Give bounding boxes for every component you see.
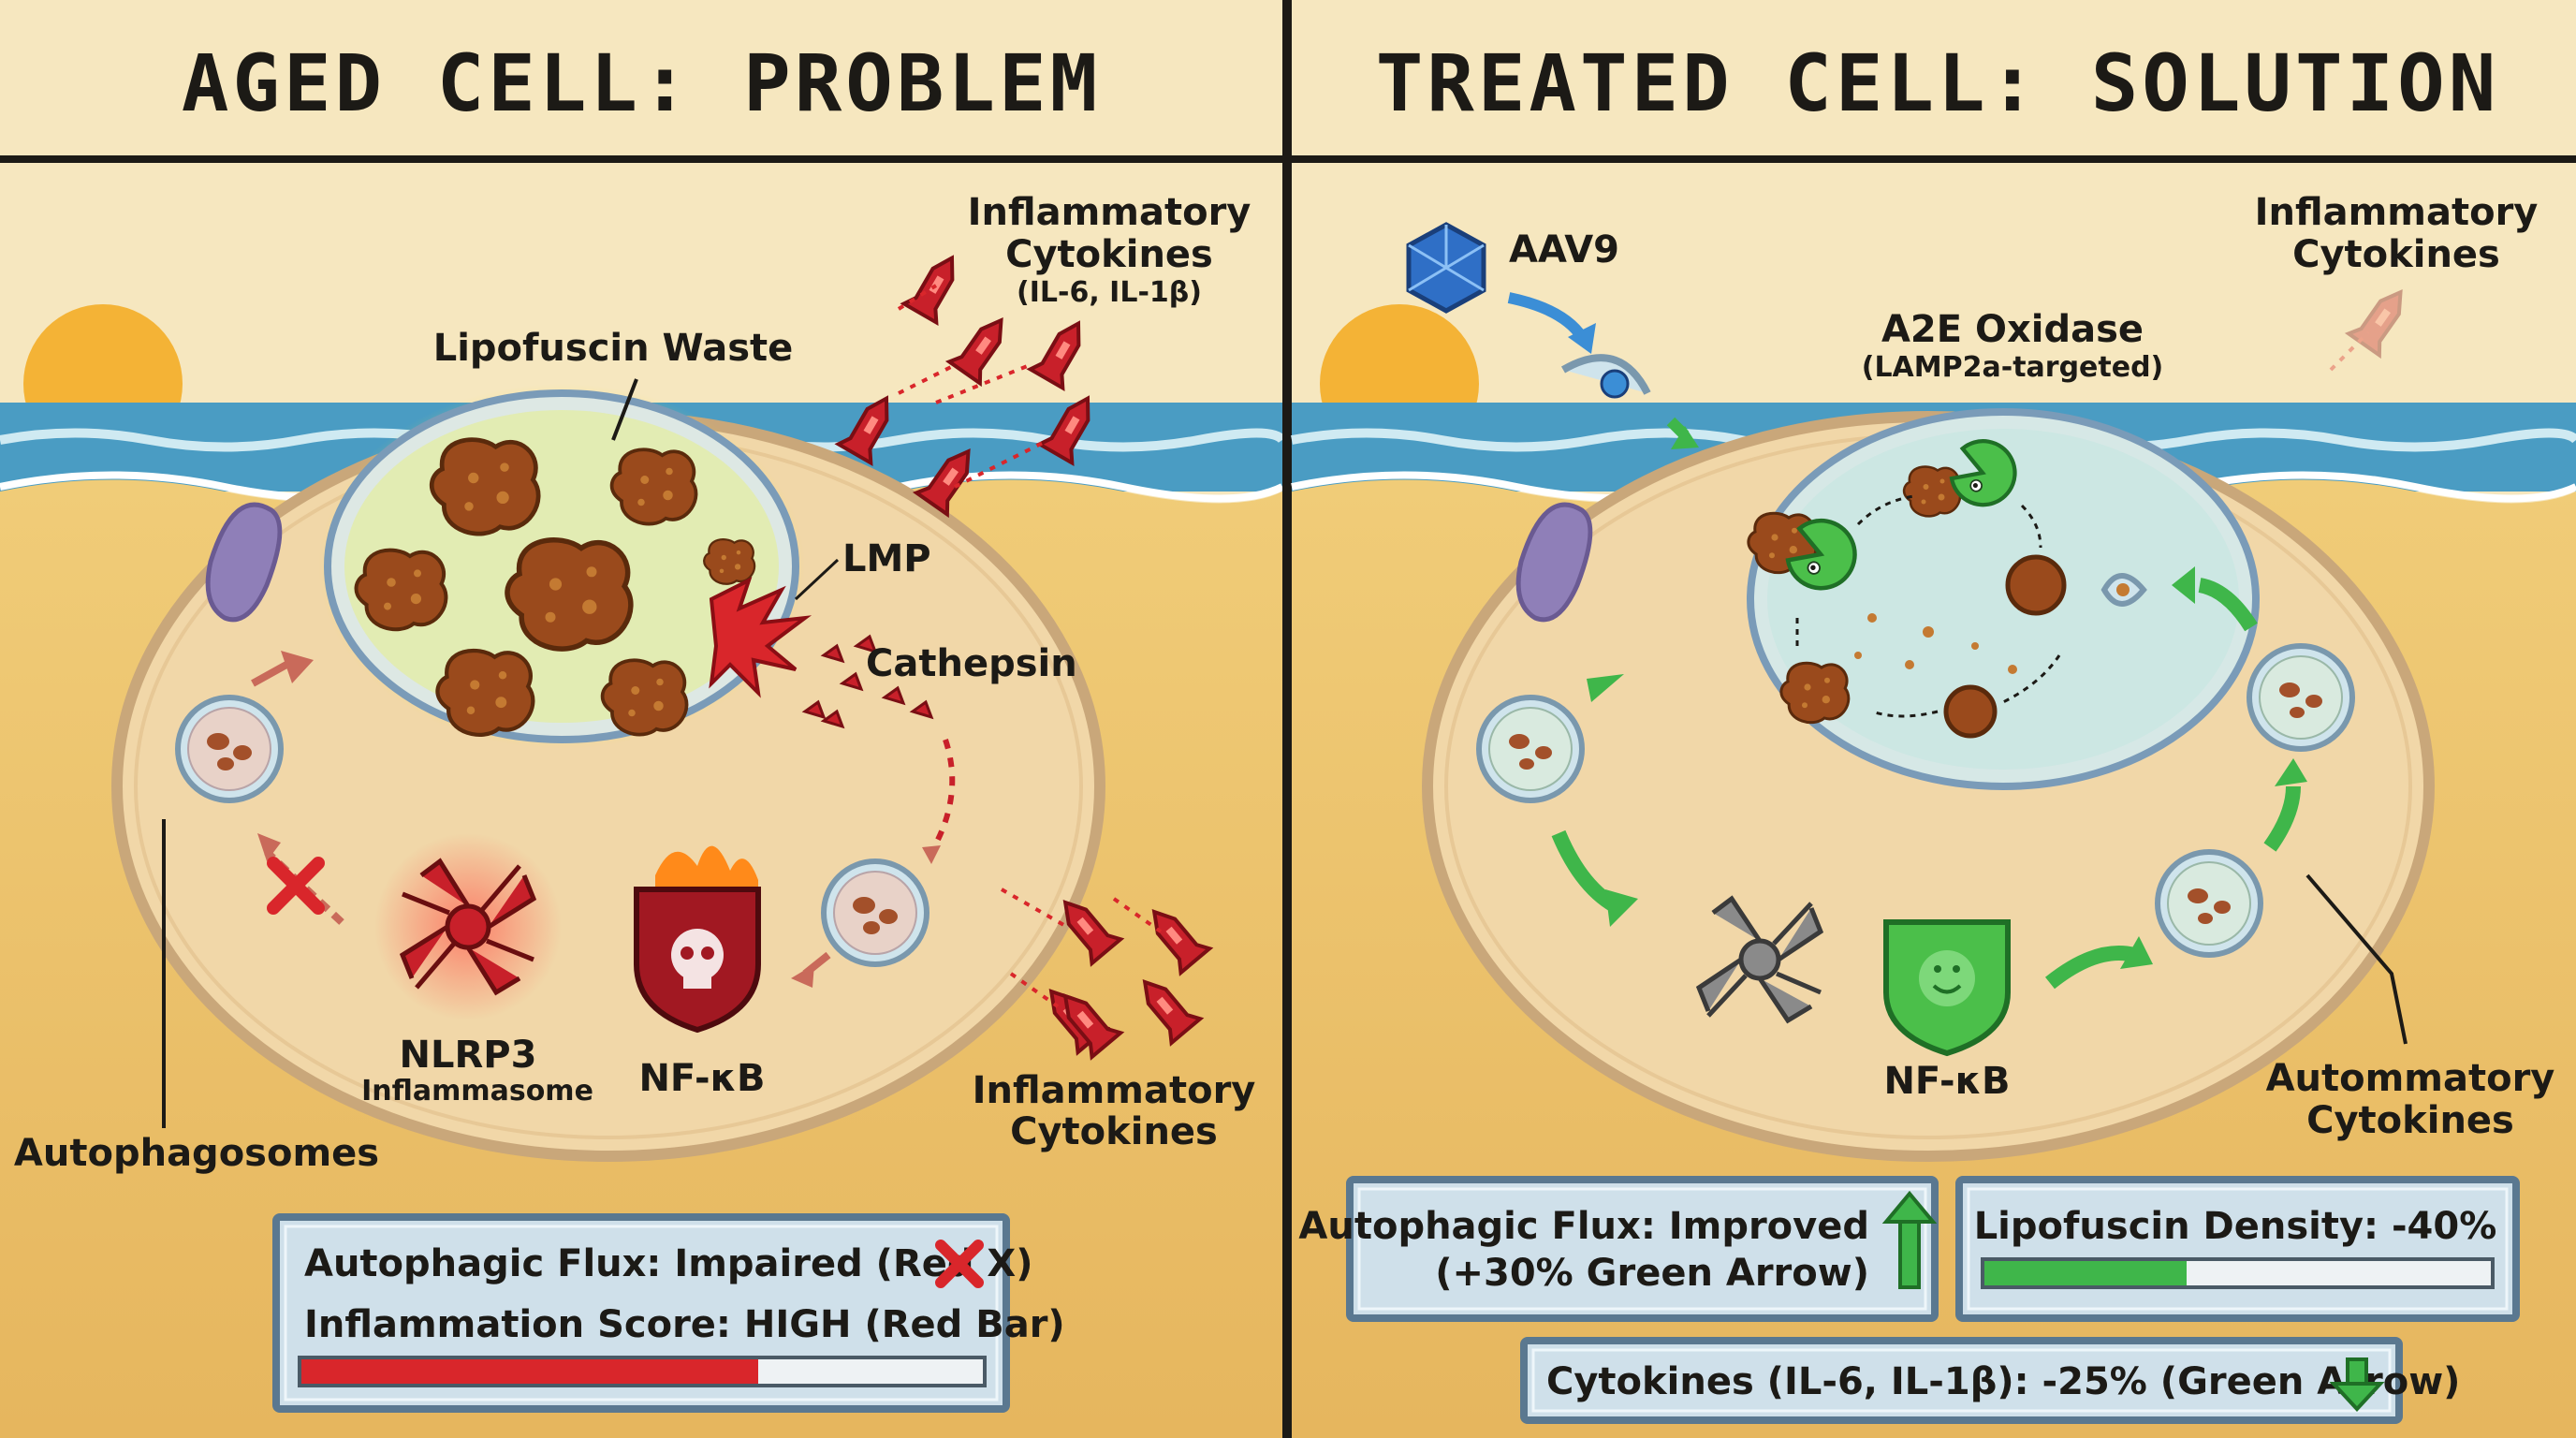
impaired-x-icon [267,857,325,915]
label-cathepsin: Cathepsin [866,642,1077,685]
autophagosome-vesicle [2249,646,2352,749]
left-panel: AGED CELL: PROBLEM Lipofuscin Waste LMP [0,0,1287,1438]
inactive-inflammasome-icon [1695,895,1824,1024]
label-nfkb-left: NF-κB [638,1057,765,1100]
lipofuscin-blob [507,540,631,649]
flux-improved-line2: (+30% Green Arrow) [1435,1252,1869,1295]
right-panel: TREATED CELL: SOLUTION AAV9 A2E Oxidase … [1291,37,2576,1438]
lipofuscin-blob [437,651,533,735]
cytokines-reduced-box: Cytokines (IL-6, IL-1β): -25% (Green Arr… [1520,1337,2460,1424]
mitochondrion-left [205,502,283,623]
lipofuscin-fragment [1943,684,1998,739]
lmp-rupture-icon [709,577,812,698]
nlrp3-inflammasome-icon [399,858,537,996]
green-up-arrow-icon [1881,1190,1938,1289]
label-cytokines-bottom-1: Inflammatory [973,1069,1256,1112]
left-panel-title: AGED CELL: PROBLEM [182,37,1101,129]
right-panel-title: TREATED CELL: SOLUTION [1376,37,2500,129]
debris-particles [1854,613,2017,674]
lipofuscin-blob [600,658,689,737]
label-lamp2a-targeted: (LAMP2a-targeted) [1862,351,2164,384]
density-bar-fill [1984,1261,2187,1285]
lipofuscin-blob [703,538,756,585]
faded-cytokine-missile-icon [2329,279,2418,372]
label-cytokines-right-2: Cytokines [2292,233,2500,276]
label-autophagosomes: Autophagosomes [14,1132,379,1175]
autophagosome-vesicle [178,697,281,800]
label-nfkb-right: NF-κB [1883,1060,2010,1103]
nfkb-danger-shield-icon [634,845,761,1034]
autophagosome-vesicle [824,861,927,964]
inflammation-bar-fill [301,1359,758,1384]
degradation-cycle-arrows [1795,494,2061,718]
lipofuscin-blob [357,550,446,630]
label-cytokines-bottom-2: Cytokines [1010,1110,1218,1153]
flux-arrows-icon [1551,566,2307,990]
flux-improved-box: Autophagic Flux: Improved (+30% Green Ar… [1298,1176,1939,1322]
label-cytokines-top-2: Cytokines [1005,233,1213,276]
label-lipofuscin-waste: Lipofuscin Waste [433,327,794,370]
lipofuscin-density-box: Lipofuscin Density: -40% [1955,1176,2520,1322]
autophagosome-vesicle [2158,852,2261,955]
cytokines-reduced-label: Cytokines (IL-6, IL-1β): -25% (Green Arr… [1546,1360,2460,1403]
label-cytokines-top-1: Inflammatory [968,191,1251,234]
endocytosis-pit-icon [1560,354,1651,399]
nfkb-calm-shield-icon [1883,919,2011,1057]
title-divider [0,155,2576,163]
aged-flux-status: Autophagic Flux: Impaired (Red X) [304,1242,1033,1285]
label-autommatory-2: Cytokines [2306,1099,2514,1142]
lipofuscin-density-label: Lipofuscin Density: -40% [1974,1205,2497,1248]
lipofuscin-fragment [2005,554,2067,616]
green-down-arrow-icon [2329,1357,2385,1412]
label-autommatory-1: Autommatory [2266,1057,2555,1100]
aged-status-box: Autophagic Flux: Impaired (Red X) Inflam… [272,1213,1065,1413]
inflammation-score-status: Inflammation Score: HIGH (Red Bar) [304,1303,1065,1346]
aav9-capsid-icon [1406,222,1486,314]
lipofuscin-blob-shrinking [1779,661,1851,725]
label-inflammasome: Inflammasome [361,1075,593,1108]
autophagosome-vesicle [1479,697,1582,800]
lipofuscin-blob [432,440,538,534]
label-cytokines-top-3: (IL-6, IL-1β) [1017,276,1202,309]
panel-divider [1282,0,1292,1438]
label-aav9: AAV9 [1509,228,1619,271]
cathepsin-drops [801,634,934,729]
label-cytokines-right-1: Inflammatory [2255,191,2539,234]
lipofuscin-blob-shrinking [1902,465,1962,518]
label-lmp: LMP [842,537,931,580]
lipofuscin-blob [609,448,698,526]
flux-improved-line1: Autophagic Flux: Improved [1298,1205,1869,1248]
label-nlrp3: NLRP3 [400,1034,537,1077]
mitochondrion-right [1515,502,1593,623]
label-a2e-oxidase: A2E Oxidase [1881,308,2144,351]
red-x-icon [935,1240,984,1288]
